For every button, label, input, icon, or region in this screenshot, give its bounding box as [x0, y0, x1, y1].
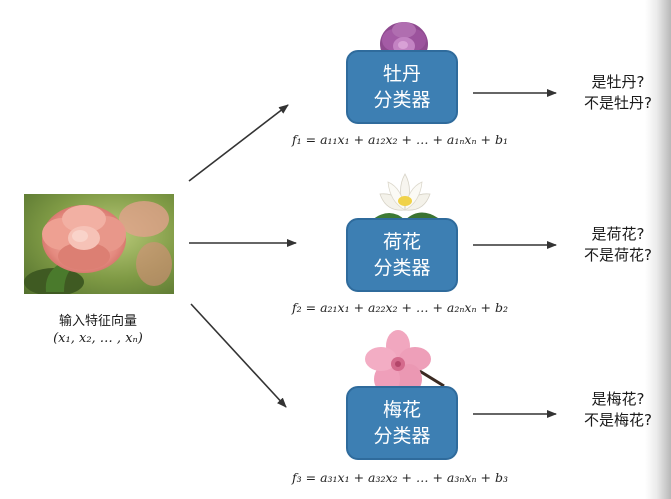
peony-output: 是牡丹? 不是牡丹? — [568, 72, 668, 114]
lotus-classifier-box: 荷花 分类器 — [346, 218, 458, 292]
plum-output-yes: 是梅花? — [591, 390, 645, 408]
lotus-classifier-suffix: 分类器 — [373, 257, 431, 279]
formula-f2: f₂ = a₂₁x₁ + a₂₂x₂ + … + a₂ₙxₙ + b₂ — [292, 300, 508, 315]
lotus-classifier-name: 荷花 — [382, 231, 421, 253]
plum-output-no: 不是梅花? — [584, 411, 652, 429]
formula-f3: f₃ = a₃₁x₁ + a₃₂x₂ + … + a₃ₙxₙ + b₃ — [292, 470, 508, 485]
peony-photo-icon — [24, 194, 174, 294]
peony-output-yes: 是牡丹? — [591, 73, 645, 91]
peony-classifier-box: 牡丹 分类器 — [346, 50, 458, 124]
peony-classifier-suffix: 分类器 — [373, 89, 431, 111]
formula-f1: f₁ = a₁₁x₁ + a₁₂x₂ + … + a₁ₙxₙ + b₁ — [292, 132, 508, 147]
arrow-input-to-peony — [188, 104, 289, 182]
peony-classifier-name: 牡丹 — [382, 63, 421, 85]
lotus-output-no: 不是荷花? — [584, 246, 652, 264]
input-flower-photo — [24, 194, 174, 294]
plum-classifier-name: 梅花 — [382, 399, 421, 421]
peony-output-no: 不是牡丹? — [584, 94, 652, 112]
lotus-output: 是荷花? 不是荷花? — [568, 224, 668, 266]
plum-output: 是梅花? 不是梅花? — [568, 389, 668, 431]
plum-classifier-box: 梅花 分类器 — [346, 386, 458, 460]
input-vector: (x₁, x₂, … , xₙ) — [53, 331, 143, 346]
plum-classifier-suffix: 分类器 — [373, 425, 431, 447]
input-feature-label: 输入特征向量 (x₁, x₂, … , xₙ) — [18, 313, 178, 347]
input-title: 输入特征向量 — [58, 314, 137, 329]
arrow-input-to-plum — [190, 303, 287, 408]
lotus-output-yes: 是荷花? — [591, 225, 645, 243]
